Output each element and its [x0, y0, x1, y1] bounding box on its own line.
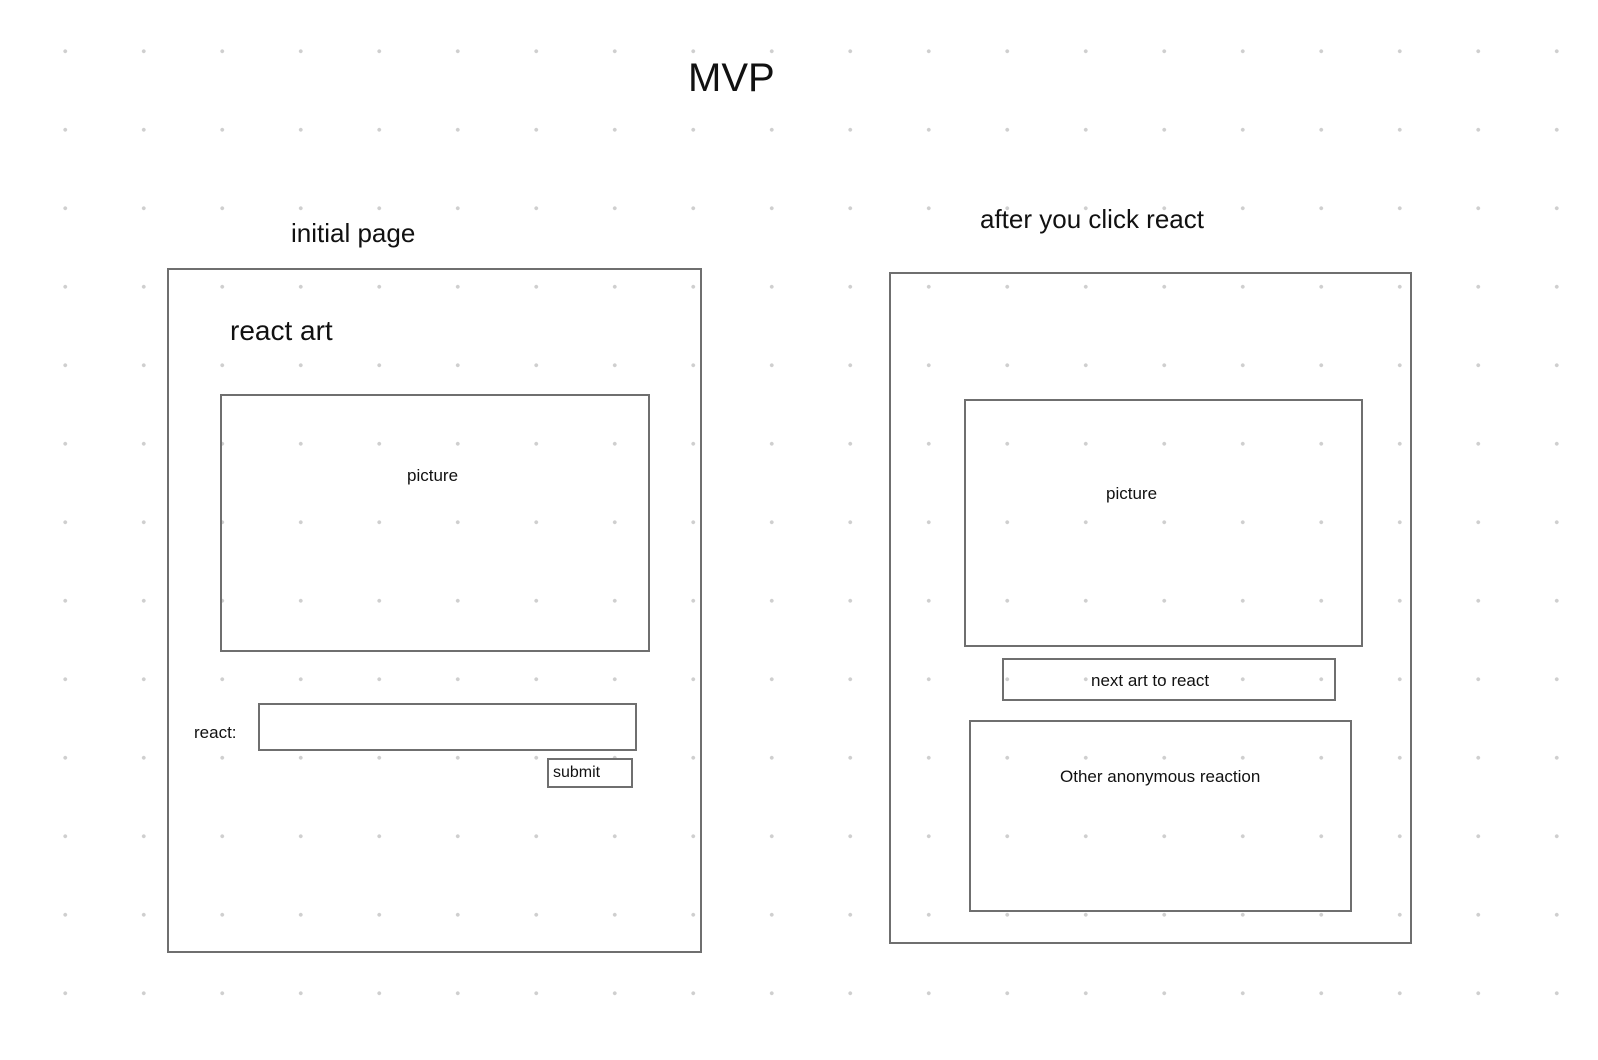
after-click-caption: after you click react: [980, 204, 1204, 234]
react-label: react:: [194, 723, 237, 742]
after-picture-box: picture: [964, 399, 1363, 647]
diagram-title: MVP: [688, 56, 775, 100]
submit-button-label: submit: [553, 764, 601, 781]
initial-picture-box: picture: [220, 394, 650, 652]
initial-page-caption: initial page: [291, 218, 416, 248]
after-picture-label: picture: [1106, 484, 1158, 503]
react-input[interactable]: [258, 703, 637, 751]
initial-page-heading: react art: [230, 315, 333, 346]
next-art-button[interactable]: next art to react: [1002, 658, 1336, 701]
next-art-button-label: next art to react: [1091, 671, 1210, 690]
initial-picture-label: picture: [407, 466, 459, 485]
initial-page-frame: react art picture react: submit: [167, 268, 702, 953]
submit-button[interactable]: submit: [547, 758, 633, 788]
other-reactions-label: Other anonymous reaction: [1060, 767, 1261, 786]
other-reactions-box: Other anonymous reaction: [969, 720, 1352, 912]
after-click-frame: picture next art to react Other anonymou…: [889, 272, 1412, 944]
